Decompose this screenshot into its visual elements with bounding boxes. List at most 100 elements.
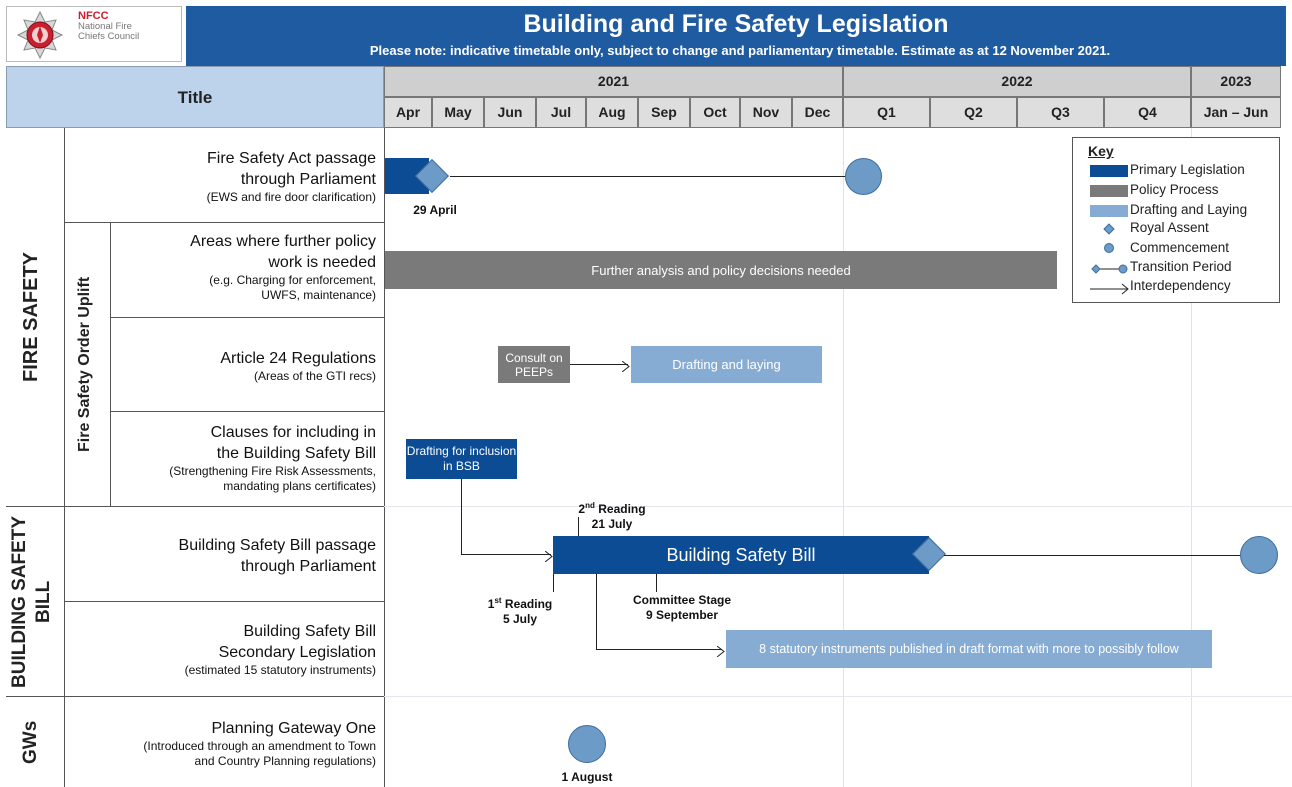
row-label-clauses-l1: Clauses for including in bbox=[210, 424, 376, 441]
legend-item-commencement: Commencement bbox=[1130, 240, 1230, 255]
gridline-2022 bbox=[843, 128, 844, 787]
legend-commencement-icon bbox=[1104, 243, 1114, 253]
row-label-fsa-note: (EWS and fire door clarification) bbox=[206, 190, 376, 204]
fsa-commencement-circle bbox=[845, 158, 882, 195]
group-divider bbox=[6, 696, 384, 697]
subgroup-column-divider bbox=[110, 222, 111, 507]
consult-peeps-box: Consult on PEEPs bbox=[498, 346, 570, 383]
drafting-bsb-box: Drafting for inclusion in BSB bbox=[406, 439, 517, 479]
committee-stage-text: Committee Stage bbox=[632, 593, 732, 607]
row-label-bsb-sec-l1: Building Safety Bill bbox=[243, 623, 376, 640]
second-reading-ord: 2 bbox=[578, 502, 586, 516]
second-reading-label: 2nd Reading 21 July bbox=[562, 498, 662, 532]
drafting-bsb-arrow-head-icon bbox=[544, 549, 553, 563]
gridline-2023 bbox=[1191, 128, 1192, 787]
drafting-bsb-across-line bbox=[461, 554, 551, 555]
drafting-bsb-down-line bbox=[461, 479, 462, 554]
row-label-bsb: Building Safety Bill passage through Par… bbox=[100, 535, 376, 577]
row-label-areas: Areas where further policy work is neede… bbox=[112, 231, 376, 303]
row-label-bsb-sec-note: (estimated 15 statutory instruments) bbox=[184, 663, 376, 677]
row-label-bsb-l2: through Parliament bbox=[240, 558, 376, 575]
group-fire-safety: FIRE SAFETY bbox=[20, 252, 42, 383]
row-divider bbox=[110, 411, 384, 412]
period-q4: Q4 bbox=[1104, 97, 1191, 128]
first-reading-tick bbox=[553, 574, 554, 592]
bsb-primary-bar: Building Safety Bill bbox=[553, 536, 929, 574]
row-label-pgo-l1: Planning Gateway One bbox=[211, 720, 376, 737]
pgo-commencement-circle bbox=[568, 725, 606, 763]
subgroup-top-line bbox=[64, 222, 384, 223]
row-label-bsb-sec-l2: Secondary Legislation bbox=[218, 644, 376, 661]
group-column-divider bbox=[64, 128, 65, 787]
row-label-pgo: Planning Gateway One (Introduced through… bbox=[72, 718, 376, 769]
committee-stage-label: Committee Stage 9 September bbox=[612, 593, 752, 623]
row-label-areas-n2: UWFS, maintenance) bbox=[261, 288, 376, 302]
second-reading-date: 21 July bbox=[591, 517, 633, 531]
committee-stage-date: 9 September bbox=[645, 608, 719, 622]
period-jul: Jul bbox=[536, 97, 586, 128]
group-separator bbox=[384, 696, 1292, 697]
title-column-header bbox=[6, 66, 384, 128]
period-aug: Aug bbox=[586, 97, 638, 128]
period-may: May bbox=[432, 97, 484, 128]
row-label-areas-l2: work is needed bbox=[268, 254, 376, 271]
period-q1: Q1 bbox=[843, 97, 930, 128]
row-label-clauses-n2: mandating plans certificates) bbox=[223, 479, 376, 493]
legend-item-drafting: Drafting and Laying bbox=[1130, 202, 1248, 217]
legend-swatch-primary bbox=[1090, 165, 1128, 177]
nfcc-name-line2: Chiefs Council bbox=[78, 31, 140, 42]
legend-title: Key bbox=[1088, 143, 1114, 159]
period-sep: Sep bbox=[638, 97, 690, 128]
first-reading-text: Reading bbox=[501, 597, 553, 611]
legend-interdependency-icon bbox=[1090, 282, 1130, 295]
secondary-across-line bbox=[596, 649, 722, 650]
row-divider bbox=[110, 317, 384, 318]
year-2022: 2022 bbox=[843, 66, 1191, 97]
first-reading-date: 5 July bbox=[502, 612, 538, 626]
group-separator bbox=[384, 506, 1292, 507]
period-dec: Dec bbox=[792, 97, 843, 128]
period-jun: Jun bbox=[484, 97, 536, 128]
page-subtitle: Please note: indicative timetable only, … bbox=[369, 43, 1111, 58]
further-analysis-bar: Further analysis and policy decisions ne… bbox=[385, 251, 1057, 289]
row-label-areas-l1: Areas where further policy bbox=[190, 233, 376, 250]
row-label-fsa: Fire Safety Act passage through Parliame… bbox=[100, 148, 376, 205]
period-nov: Nov bbox=[740, 97, 792, 128]
row-label-bsb-l1: Building Safety Bill passage bbox=[178, 537, 376, 554]
row-label-clauses-n1: (Strengthening Fire Risk Assessments, bbox=[169, 464, 376, 478]
fsa-transition-line bbox=[450, 176, 846, 177]
pgo-date: 1 August bbox=[561, 770, 613, 784]
first-reading-label: 1st Reading 5 July bbox=[470, 593, 570, 627]
second-reading-sup: nd bbox=[585, 501, 595, 510]
row-label-clauses-l2: the Building Safety Bill bbox=[216, 445, 376, 462]
title-column-label: Title bbox=[177, 88, 213, 107]
period-jan-jun: Jan – Jun bbox=[1191, 97, 1281, 128]
group-building-safety-bill: BUILDING SAFETY BILL bbox=[8, 507, 64, 696]
drafting-bsb-label: Drafting for inclusion in BSB bbox=[406, 444, 517, 473]
row-divider bbox=[64, 601, 384, 602]
row-label-bsb-secondary: Building Safety Bill Secondary Legislati… bbox=[100, 621, 376, 678]
bsb-commencement-circle bbox=[1240, 536, 1278, 574]
fsa-royal-assent-date: 29 April bbox=[413, 203, 457, 217]
secondary-arrow-head-icon bbox=[716, 644, 725, 658]
first-reading-sup: st bbox=[494, 596, 502, 605]
consult-peeps-label: Consult on PEEPs bbox=[505, 350, 563, 379]
drafting-laying-bar: Drafting and laying bbox=[631, 346, 822, 383]
period-q3: Q3 bbox=[1017, 97, 1104, 128]
nfcc-abbr: NFCC bbox=[78, 10, 109, 22]
group-gws: GWs bbox=[20, 720, 41, 764]
legend-item-transition: Transition Period bbox=[1130, 259, 1232, 274]
nfcc-name-line1: National Fire bbox=[78, 21, 132, 32]
header-band bbox=[186, 6, 1286, 66]
row-label-pgo-n2: and Country Planning regulations) bbox=[194, 754, 376, 768]
second-reading-text: Reading bbox=[594, 502, 646, 516]
row-label-fsa-l1: Fire Safety Act passage bbox=[207, 150, 376, 167]
group-divider bbox=[6, 506, 384, 507]
legend-item-policy: Policy Process bbox=[1130, 182, 1219, 197]
committee-stage-tick bbox=[656, 574, 657, 592]
legend-item-primary: Primary Legislation bbox=[1130, 162, 1245, 177]
legend-transition-icon bbox=[1088, 262, 1130, 274]
group-fso-uplift: Fire Safety Order Uplift bbox=[76, 276, 93, 453]
row-label-art24-note: (Areas of the GTI recs) bbox=[253, 369, 376, 383]
row-label-art24-l1: Article 24 Regulations bbox=[220, 350, 376, 367]
